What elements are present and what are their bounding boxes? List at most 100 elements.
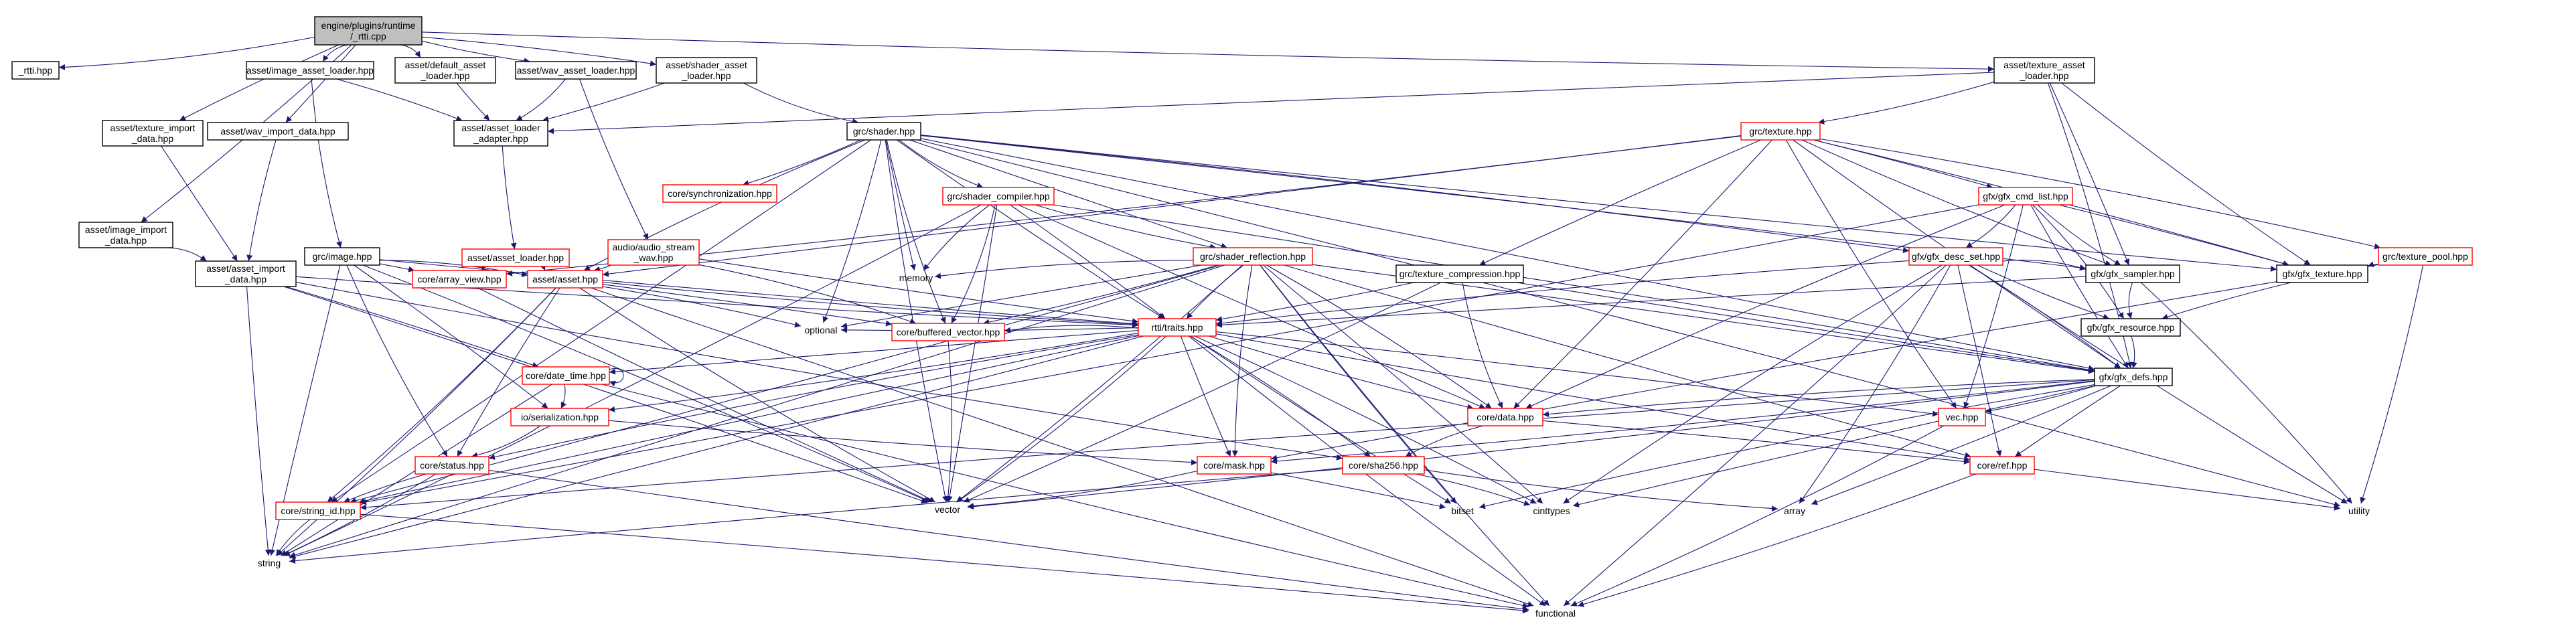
node-shader-asset-loader[interactable]: asset/shader_asset_loader.hpp xyxy=(656,57,757,84)
node-serialization[interactable]: io/serialization.hpp xyxy=(510,408,609,426)
node-root[interactable]: engine/plugins/runtime/_rtti.cpp xyxy=(314,16,423,46)
node-label: asset/wav_import_data.hpp xyxy=(220,126,335,137)
edge-gfx-defs-to-core-data xyxy=(1542,379,2095,418)
node-shader-reflection[interactable]: grc/shader_reflection.hpp xyxy=(1193,247,1313,266)
node-gfx-defs[interactable]: gfx/gfx_defs.hpp xyxy=(2094,368,2173,386)
node-label: grc/texture_pool.hpp xyxy=(2382,251,2468,262)
edge-texture-to-texture-pool xyxy=(1819,138,2381,250)
edge-asset-import-data-to-sha256 xyxy=(295,282,1343,461)
node-box xyxy=(2276,264,2368,283)
edge-texture-compression-to-core-data xyxy=(1462,282,1503,409)
node-box xyxy=(1978,187,2073,206)
node-default-asset-loader[interactable]: asset/default_asset_loader.hpp xyxy=(394,57,496,84)
node-memory: memory xyxy=(899,272,933,283)
node-buffered-vector[interactable]: core/buffered_vector.hpp xyxy=(891,323,1005,341)
node-label: _wav.hpp xyxy=(633,252,674,263)
node-gfx-resource[interactable]: gfx/gfx_resource.hpp xyxy=(2080,318,2181,337)
edge-gfx-sampler-to-utility xyxy=(2141,282,2352,504)
node-texture-import-data[interactable]: asset/texture_import_data.hpp xyxy=(102,120,204,147)
edge-gfx-desc-set-to-ref xyxy=(1957,264,2002,457)
node-status[interactable]: core/status.hpp xyxy=(414,456,489,475)
edge-audio-stream-wav-to-rtti-traits xyxy=(698,258,1139,325)
edge-default-asset-loader-to-asset-loader-adapter xyxy=(456,82,490,121)
node-mask[interactable]: core/mask.hpp xyxy=(1197,456,1272,475)
edge-root-to-image-asset-loader xyxy=(322,44,348,62)
node-shader-compiler[interactable]: grc/shader_compiler.hpp xyxy=(942,187,1055,206)
edge-ref-to-functional xyxy=(1578,473,1976,607)
node-asset[interactable]: asset/asset.hpp xyxy=(527,270,603,289)
node-label: string xyxy=(258,558,281,568)
edge-asset-to-status xyxy=(457,287,560,457)
edge-asset-import-data-to-date-time xyxy=(285,286,539,368)
node-label: audio/audio_stream xyxy=(613,242,695,252)
node-wav-import-data[interactable]: asset/wav_import_data.hpp xyxy=(207,122,349,141)
edge-shader-to-buffered-vector xyxy=(886,139,946,324)
edge-date-time-to-functional xyxy=(601,384,1529,609)
node-box xyxy=(1908,247,2003,266)
edge-asset-to-functional xyxy=(591,287,1534,607)
edge-rtti-traits-to-ref xyxy=(1215,333,1971,463)
edge-core-data-to-sha256 xyxy=(1405,425,1484,457)
node-gfx-texture[interactable]: gfx/gfx_texture.hpp xyxy=(2276,264,2368,283)
node-gfx-cmd-list[interactable]: gfx/gfx_cmd_list.hpp xyxy=(1978,187,2073,206)
node-image-asset-loader[interactable]: asset/image_asset_loader.hpp xyxy=(246,61,374,80)
node-box xyxy=(2085,264,2180,283)
node-ref[interactable]: core/ref.hpp xyxy=(1969,456,2035,475)
edge-layer xyxy=(58,31,2424,614)
node-texture-asset-loader[interactable]: asset/texture_asset_loader.hpp xyxy=(1993,57,2095,84)
edge-shader-asset-loader-to-asset-loader-adapter xyxy=(542,82,666,123)
edge-shader-reflection-to-cinttypes xyxy=(1262,264,1543,504)
node-label: core/date_time.hpp xyxy=(526,370,606,381)
node-label: core/sha256.hpp xyxy=(1349,460,1419,471)
node-sha256[interactable]: core/sha256.hpp xyxy=(1342,456,1425,475)
node-label: _data.hpp xyxy=(224,274,267,285)
node-gfx-desc-set[interactable]: gfx/gfx_desc_set.hpp xyxy=(1908,247,2003,266)
node-gfx-sampler[interactable]: gfx/gfx_sampler.hpp xyxy=(2085,264,2180,283)
node-image-import-data[interactable]: asset/image_import_data.hpp xyxy=(78,222,173,248)
node-date-time[interactable]: core/date_time.hpp xyxy=(522,366,610,385)
node-label: utility xyxy=(2348,505,2370,516)
node-image[interactable]: grc/image.hpp xyxy=(304,247,380,266)
node-box xyxy=(1342,456,1425,475)
edge-texture-compression-to-rtti-traits xyxy=(1215,282,1414,322)
node-texture[interactable]: grc/texture.hpp xyxy=(1740,122,1821,141)
node-texture-compression[interactable]: grc/texture_compression.hpp xyxy=(1395,264,1524,283)
edge-shader-reflection-to-string xyxy=(289,264,1225,558)
edge-texture-to-vec xyxy=(1785,139,1957,409)
node-box xyxy=(522,366,610,385)
edge-shader-reflection-to-rtti-traits xyxy=(1186,264,1244,319)
node-shader[interactable]: grc/shader.hpp xyxy=(846,122,921,141)
node-label: engine/plugins/runtime xyxy=(321,20,416,31)
edge-gfx-desc-set-to-array xyxy=(1799,264,1951,504)
node-label: core/ref.hpp xyxy=(1977,460,2028,471)
edge-date-time-to-serialization xyxy=(560,384,566,409)
node-label: grc/shader_compiler.hpp xyxy=(947,191,1050,202)
node-rtti-traits[interactable]: rtti/traits.hpp xyxy=(1138,318,1217,337)
node-vec[interactable]: vec.hpp xyxy=(1938,408,1986,426)
node-asset-import-data[interactable]: asset/asset_import_data.hpp xyxy=(195,260,297,287)
node-label: gfx/gfx_cmd_list.hpp xyxy=(1983,191,2068,202)
edge-wav-asset-loader-to-audio-stream-wav xyxy=(579,78,649,240)
node-box xyxy=(1938,408,1986,426)
edge-string-id-to-string xyxy=(275,519,311,556)
node-rtti-h[interactable]: _rtti.hpp xyxy=(11,61,60,80)
edge-rtti-traits-to-serialization xyxy=(608,332,1139,412)
edge-gfx-sampler-to-gfx-resource xyxy=(2126,282,2133,319)
node-wav-asset-loader[interactable]: asset/wav_asset_loader.hpp xyxy=(515,61,637,80)
node-label: asset/default_asset xyxy=(405,60,486,70)
edge-shader-reflection-to-optional xyxy=(840,264,1202,329)
edge-gfx-resource-to-gfx-defs xyxy=(2131,335,2137,369)
edge-core-data-to-ref xyxy=(1542,420,1971,465)
node-asset-loader-adapter[interactable]: asset/asset_loader_adapter.hpp xyxy=(453,120,548,147)
edge-texture-import-data-to-asset-import-data xyxy=(161,145,238,262)
node-core-data[interactable]: core/data.hpp xyxy=(1467,408,1543,426)
node-synchronization[interactable]: core/synchronization.hpp xyxy=(662,184,777,203)
edge-rtti-traits-to-mask xyxy=(1180,335,1231,457)
node-asset-loader[interactable]: asset/asset_loader.hpp xyxy=(461,248,570,267)
node-audio-stream-wav[interactable]: audio/audio_stream_wav.hpp xyxy=(607,239,700,266)
node-label: core/data.hpp xyxy=(1476,412,1534,422)
node-texture-pool[interactable]: grc/texture_pool.hpp xyxy=(2378,247,2473,266)
node-string-id[interactable]: core/string_id.hpp xyxy=(275,501,361,520)
node-array-view[interactable]: core/array_view.hpp xyxy=(412,270,507,289)
node-box xyxy=(2094,368,2173,386)
